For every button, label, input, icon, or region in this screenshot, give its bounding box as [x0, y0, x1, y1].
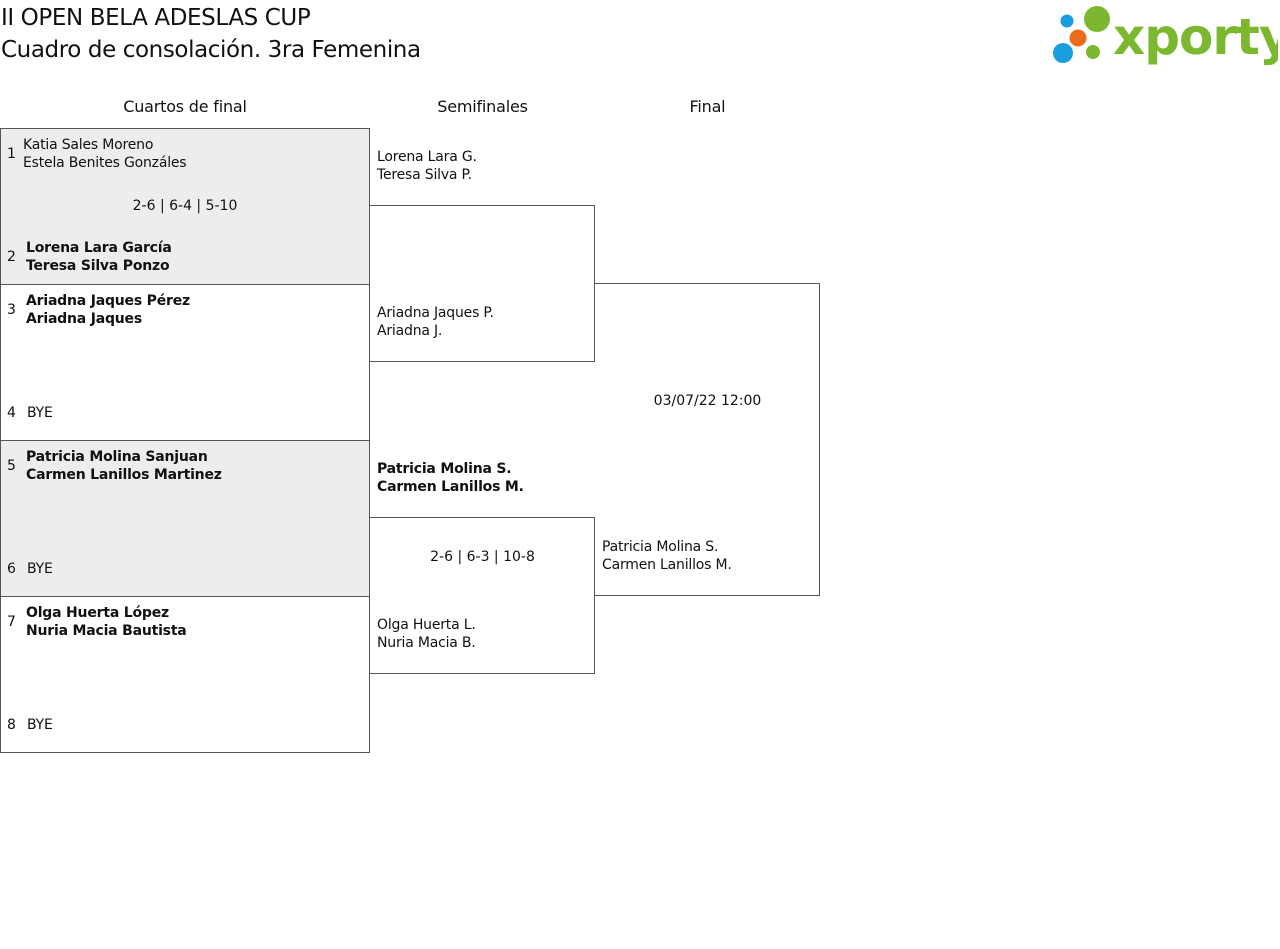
- player-name-bye: BYE: [27, 717, 53, 733]
- seed-number: 1: [7, 146, 16, 162]
- xporty-logo: xporty: [1053, 6, 1278, 66]
- logo-blue-dot-large: [1053, 43, 1073, 63]
- seed-number: 3: [7, 302, 16, 318]
- seed-number: 2: [7, 249, 16, 265]
- seed-number: 8: [7, 717, 16, 733]
- logo-green-dot: [1084, 6, 1110, 32]
- semifinal-match-2: [370, 517, 595, 674]
- logo-green-dot-small: [1086, 45, 1100, 59]
- player-name-winner: Olga Huerta López: [26, 605, 169, 621]
- player-name: Olga Huerta L.: [377, 617, 476, 633]
- player-name: Nuria Macia B.: [377, 635, 476, 651]
- final-match: [595, 283, 820, 596]
- match-score: 2-6 | 6-3 | 10-8: [430, 549, 535, 565]
- semifinal-match-1: [370, 205, 595, 362]
- logo-orange-dot: [1069, 29, 1087, 47]
- player-name-winner: Carmen Lanillos Martinez: [26, 467, 222, 483]
- player-name: Teresa Silva P.: [377, 167, 472, 183]
- seed-number: 6: [7, 561, 16, 577]
- player-name: Patricia Molina S.: [602, 539, 719, 555]
- player-name-winner: Teresa Silva Ponzo: [26, 258, 170, 274]
- player-name-winner: Ariadna Jaques Pérez: [26, 293, 190, 309]
- player-name: Ariadna Jaques P.: [377, 305, 494, 321]
- player-name-winner: Patricia Molina S.: [377, 461, 512, 477]
- player-name: Ariadna J.: [377, 323, 443, 339]
- draw-subtitle: Cuadro de consolación. 3ra Femenina: [1, 37, 421, 63]
- quarterfinal-match-1: [0, 128, 370, 285]
- player-name: Katia Sales Moreno: [23, 137, 154, 153]
- logo-blue-dot-small: [1060, 14, 1074, 28]
- seed-number: 4: [7, 405, 16, 421]
- player-name-winner: Lorena Lara García: [26, 240, 172, 256]
- player-name-bye: BYE: [27, 561, 53, 577]
- player-name-bye: BYE: [27, 405, 53, 421]
- seed-number: 5: [7, 458, 16, 474]
- quarterfinal-match-4: [0, 596, 370, 753]
- player-name-winner: Carmen Lanillos M.: [377, 479, 524, 495]
- match-score: 2-6 | 6-4 | 5-10: [132, 198, 238, 214]
- seed-number: 7: [7, 614, 16, 630]
- round-header-final: Final: [689, 97, 726, 116]
- quarterfinal-match-3: [0, 440, 370, 597]
- logo-text: xporty: [1113, 8, 1278, 66]
- tournament-title: II OPEN BELA ADESLAS CUP: [1, 5, 311, 31]
- round-header-quarterfinals: Cuartos de final: [123, 97, 247, 116]
- round-header-semifinals: Semifinales: [437, 97, 528, 116]
- player-name: Estela Benites Gonzáles: [23, 155, 187, 171]
- match-datetime: 03/07/22 12:00: [653, 393, 762, 409]
- player-name: Lorena Lara G.: [377, 149, 477, 165]
- player-name-winner: Ariadna Jaques: [26, 311, 142, 327]
- player-name: Carmen Lanillos M.: [602, 557, 732, 573]
- player-name-winner: Patricia Molina Sanjuan: [26, 449, 208, 465]
- player-name-winner: Nuria Macia Bautista: [26, 623, 187, 639]
